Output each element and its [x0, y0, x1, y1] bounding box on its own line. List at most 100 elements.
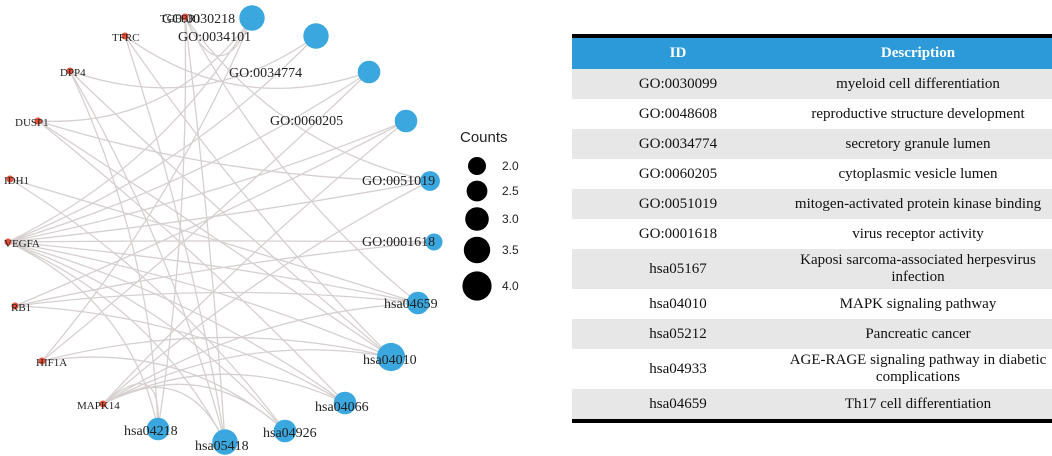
network-edge — [41, 17, 253, 362]
term-node — [239, 5, 265, 31]
description-cell: cytoplasmic vesicle lumen — [784, 159, 1052, 189]
header-description: Description — [784, 34, 1052, 69]
network-edge — [7, 241, 392, 358]
network-edge — [7, 240, 435, 243]
term-node — [303, 23, 329, 49]
legend-label: 2.5 — [502, 184, 519, 198]
network-edge — [102, 349, 392, 405]
network-edge — [102, 386, 226, 443]
id-cell: hsa04933 — [572, 349, 784, 389]
gene-node — [181, 13, 189, 21]
network-edge — [7, 241, 226, 443]
gene-node — [38, 357, 46, 365]
term-label: GO:0034774 — [229, 66, 302, 81]
network-edge — [37, 120, 431, 182]
gene-node — [99, 400, 107, 408]
network-edge — [69, 70, 159, 430]
gene-node — [4, 238, 12, 246]
legend-label: 2.0 — [502, 159, 519, 173]
network-edge — [7, 241, 159, 430]
id-cell: GO:0034774 — [572, 129, 784, 159]
legend-dot — [463, 236, 491, 264]
gene-label: HIF1A — [36, 357, 67, 369]
gene-label: VEGFA — [4, 238, 40, 250]
network-edge — [37, 17, 253, 123]
legend-title: Counts — [460, 129, 508, 146]
term-node — [394, 109, 418, 133]
network-edges — [7, 16, 435, 443]
network-edge — [102, 302, 419, 405]
network-edge — [102, 383, 286, 432]
network-edge — [7, 241, 346, 404]
network-edge — [14, 241, 435, 307]
gene-term-network: GO:0030218GO:0034101GO:0034774GO:0060205… — [4, 5, 519, 455]
description-cell: reproductive structure development — [784, 99, 1052, 129]
network-edge — [41, 336, 392, 362]
network-edge — [7, 241, 419, 304]
gene-node — [6, 175, 14, 183]
legend-dot — [462, 271, 492, 301]
gene-node — [66, 67, 74, 75]
term-node — [406, 291, 430, 315]
header-id: ID — [572, 34, 784, 69]
description-cell: mitogen-activated protein kinase binding — [784, 189, 1052, 219]
term-node — [420, 171, 440, 191]
network-edge — [124, 35, 370, 90]
description-cell: secretory granule lumen — [784, 129, 1052, 159]
term-label: hsa04926 — [263, 426, 317, 441]
legend-dot — [465, 207, 489, 231]
term-label: GO:0001618 — [362, 235, 435, 250]
id-cell: GO:0060205 — [572, 159, 784, 189]
counts-legend: Counts 2.02.53.03.54.0 — [460, 129, 519, 301]
id-cell: GO:0048608 — [572, 99, 784, 129]
network-edge — [124, 35, 392, 358]
term-label: hsa04659 — [384, 297, 438, 312]
network-edge — [102, 120, 407, 405]
network-edge — [37, 120, 392, 358]
term-label: hsa04218 — [124, 424, 178, 439]
id-cell: hsa04010 — [572, 289, 784, 319]
network-edge — [69, 35, 317, 89]
term-node — [333, 391, 357, 415]
legend-dot — [466, 180, 488, 202]
network-edge — [124, 35, 226, 443]
gene-label: TFRC — [112, 32, 140, 44]
id-cell: GO:0051019 — [572, 189, 784, 219]
description-cell: Kaposi sarcoma-associated herpesvirus in… — [784, 249, 1052, 289]
gene-label: DUSP1 — [15, 117, 49, 129]
legend-label: 3.0 — [502, 212, 519, 226]
network-nodes: GO:0030218GO:0034101GO:0034774GO:0060205… — [4, 5, 443, 455]
description-cell: Th17 cell differentiation — [784, 389, 1052, 423]
network-edge — [14, 120, 407, 307]
description-cell: MAPK signaling pathway — [784, 289, 1052, 319]
gene-label: DPP4 — [60, 67, 86, 79]
description-cell: AGE-RAGE signaling pathway in diabetic c… — [784, 349, 1052, 389]
network-edge — [7, 241, 286, 432]
description-cell: Pancreatic cancer — [784, 319, 1052, 349]
description-cell: myeloid cell differentiation — [784, 69, 1052, 99]
term-node — [146, 417, 170, 441]
term-label: GO:0051019 — [362, 174, 435, 189]
network-edge — [102, 383, 159, 430]
term-label: GO:0034101 — [178, 30, 251, 45]
id-cell: GO:0030099 — [572, 69, 784, 99]
gene-node — [34, 117, 42, 125]
gene-label: RB1 — [11, 302, 31, 314]
term-node — [357, 60, 381, 84]
gene-label: MAPK14 — [77, 400, 120, 412]
term-node — [212, 429, 238, 455]
network-edge — [69, 70, 226, 443]
term-label: GO:0060205 — [270, 114, 343, 129]
network-edge — [7, 120, 407, 243]
table-header-row: ID Description — [572, 34, 1052, 69]
network-edge — [7, 180, 431, 243]
